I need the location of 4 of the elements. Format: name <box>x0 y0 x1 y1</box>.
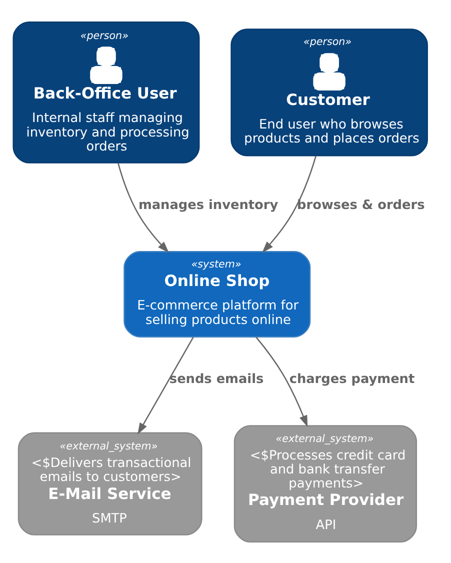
edge-label: sends emails <box>169 372 264 387</box>
edge-label: manages inventory <box>138 198 278 213</box>
edge-label: charges payment <box>289 372 415 387</box>
edge-label: browses & orders <box>297 198 425 213</box>
